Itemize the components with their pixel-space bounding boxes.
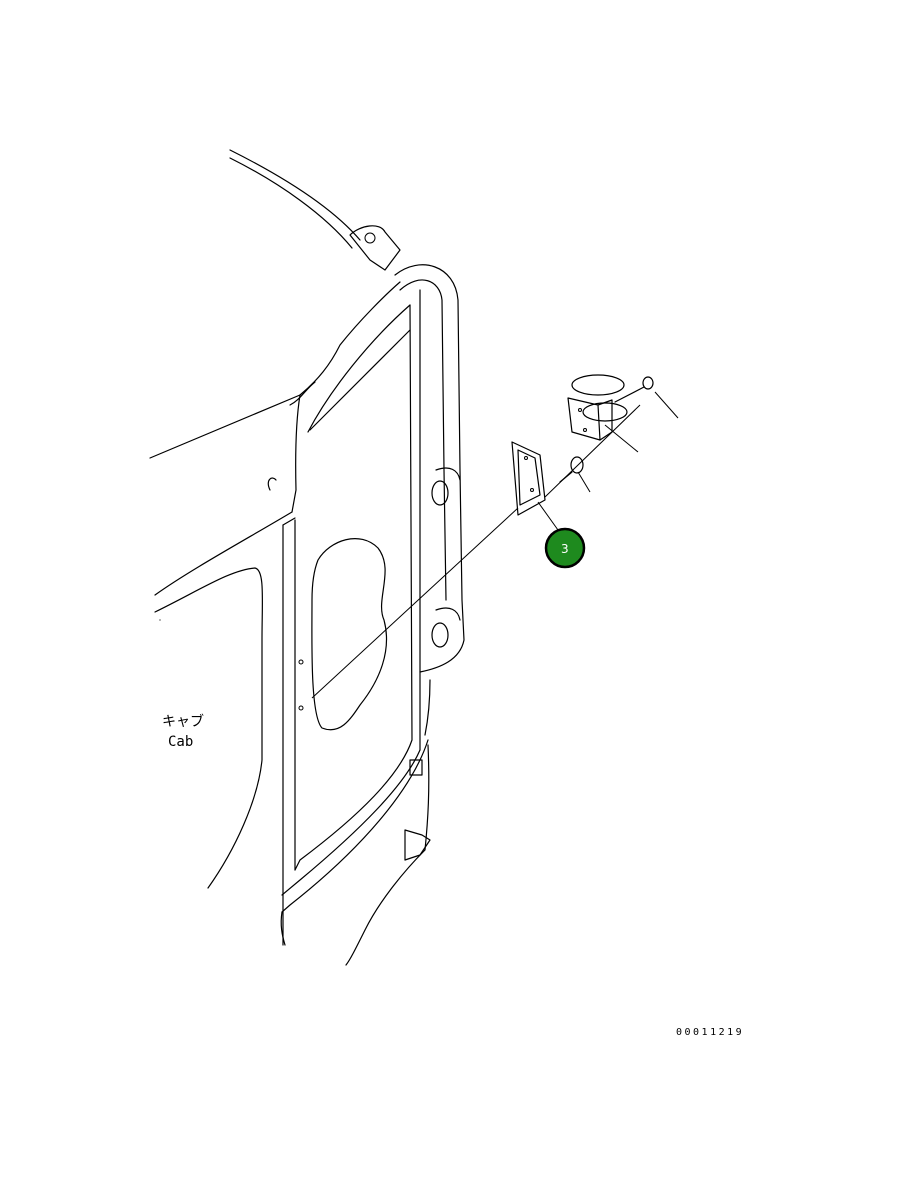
callout-number: 3	[561, 542, 569, 556]
handrail	[349, 225, 465, 861]
cab-label-jp: キャブ	[162, 713, 204, 730]
lamp-bracket-assembly	[567, 374, 628, 441]
bolt-lower	[559, 456, 584, 483]
cab-body	[149, 149, 431, 966]
document-number: 00011219	[676, 1027, 744, 1038]
cab-label-en: Cab	[168, 734, 193, 750]
bolt-upper	[614, 376, 654, 403]
leader-lines	[311, 391, 679, 699]
callout-3[interactable]: 3	[544, 527, 586, 569]
mounting-bracket	[511, 441, 546, 516]
callout-circle[interactable]	[544, 527, 586, 569]
